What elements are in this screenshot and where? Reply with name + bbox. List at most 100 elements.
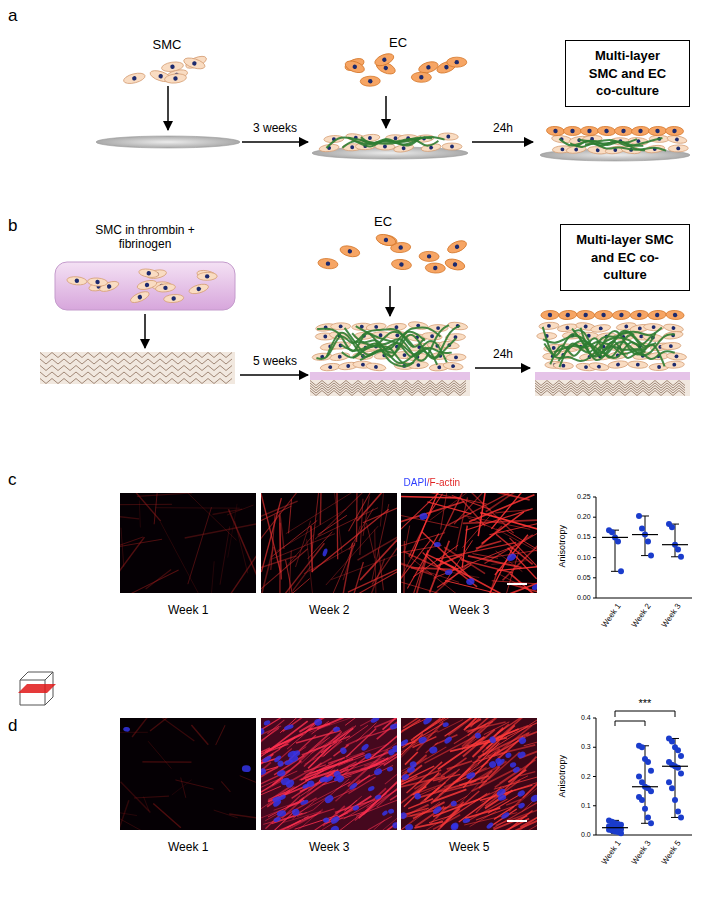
point-group — [666, 521, 684, 560]
ec-cell — [648, 310, 667, 320]
cell-nucleus — [346, 364, 350, 368]
cell-nucleus — [452, 262, 457, 267]
cell-body — [594, 310, 612, 320]
data-point — [648, 788, 654, 794]
cell-nucleus — [672, 363, 676, 367]
ec-cell — [344, 59, 366, 75]
data-point — [648, 820, 654, 826]
actin-fibre — [155, 507, 239, 508]
nucleus — [497, 794, 507, 802]
micrograph-ground — [261, 718, 397, 830]
range-cap — [671, 556, 679, 557]
actin-fibre — [336, 493, 338, 559]
smc-cell — [661, 342, 681, 350]
actin-fibre — [227, 505, 254, 515]
axis-category-label: Week 1 — [600, 838, 623, 865]
cell-body — [666, 352, 687, 361]
ec-cell — [546, 126, 565, 136]
smc-cell — [331, 323, 351, 330]
process-arrow — [385, 96, 387, 128]
smc-cell — [123, 71, 147, 85]
nucleus — [330, 815, 341, 825]
cell-body — [373, 51, 395, 68]
data-point — [675, 747, 681, 753]
cell-label: EC — [374, 215, 392, 230]
cell-body — [541, 310, 559, 319]
point-group — [606, 817, 624, 836]
actin-fibre — [221, 781, 230, 791]
data-point — [678, 814, 684, 820]
actin-fibre — [293, 566, 311, 590]
actin-fibre — [120, 811, 137, 815]
cell-body — [317, 258, 338, 270]
actin-fibre — [423, 553, 441, 570]
actin-fibre — [367, 789, 397, 807]
actin-fibre — [403, 718, 422, 728]
smc-cell — [183, 56, 207, 71]
cell-body — [558, 310, 577, 320]
section-plane-icon — [18, 672, 56, 705]
actin-fibre — [503, 533, 537, 580]
result-box: Multi-layer SMC and EC co-culture — [565, 40, 690, 107]
nucleus — [381, 810, 388, 817]
smc-cell — [539, 322, 559, 330]
actin-fibre — [120, 515, 139, 519]
cell-nucleus — [604, 129, 609, 134]
nucleus — [280, 777, 291, 786]
actin-fibre — [120, 539, 162, 548]
axis-tick-label: 0.15 — [577, 533, 591, 541]
ec-cell — [419, 251, 439, 262]
actin-fibre — [484, 535, 532, 564]
nucleus — [433, 542, 441, 548]
nucleus — [323, 794, 335, 805]
cell-body — [577, 310, 595, 320]
axis-tick-label: 0.25 — [577, 493, 591, 501]
point-group — [666, 735, 684, 820]
data-point — [678, 771, 684, 777]
image-caption: Week 1 — [168, 841, 208, 855]
cell-label: SMC — [153, 38, 182, 53]
ec-cell — [612, 310, 630, 320]
actin-fibre — [413, 545, 458, 577]
actin-fibre — [120, 570, 179, 593]
ec-cell — [447, 57, 467, 67]
process-arrow — [472, 141, 533, 143]
nucleus — [474, 732, 481, 739]
cell-body — [129, 289, 151, 304]
actin-fibre — [422, 532, 474, 581]
cell-nucleus — [674, 354, 678, 358]
actin-fibre — [446, 793, 487, 820]
micrograph-haze — [261, 718, 397, 830]
ec-cell — [597, 126, 616, 137]
time-label: 3 weeks — [253, 122, 297, 136]
actin-fibre — [301, 738, 328, 763]
cell-body — [630, 310, 649, 320]
nucleus — [348, 782, 358, 791]
cell-nucleus — [433, 266, 438, 271]
axis-tick-label: 0.05 — [577, 574, 591, 582]
nucleus — [401, 773, 410, 781]
cell-body — [648, 310, 667, 320]
axis-tick-label: 0.2 — [581, 773, 591, 781]
cell-body — [87, 277, 108, 286]
ec-cell — [666, 310, 685, 320]
time-label: 24h — [493, 348, 513, 362]
cell-body — [444, 257, 466, 272]
nucleus — [404, 823, 414, 830]
cell-nucleus — [381, 57, 387, 63]
nucleus — [500, 811, 510, 820]
smc-cell — [442, 143, 462, 150]
nucleus — [277, 760, 285, 768]
ec-cell — [594, 310, 612, 320]
cell-nucleus — [672, 129, 677, 134]
axis-category-label: Week 3 — [660, 601, 683, 628]
nucleus — [409, 760, 417, 768]
actin-fibre — [401, 577, 443, 593]
nucleus — [432, 805, 443, 815]
actin-fibre — [240, 776, 256, 789]
actin-fibre — [491, 493, 537, 529]
actin-fibre — [120, 504, 172, 506]
cell-body — [590, 323, 611, 333]
nucleus — [462, 817, 471, 823]
data-point — [618, 830, 624, 836]
